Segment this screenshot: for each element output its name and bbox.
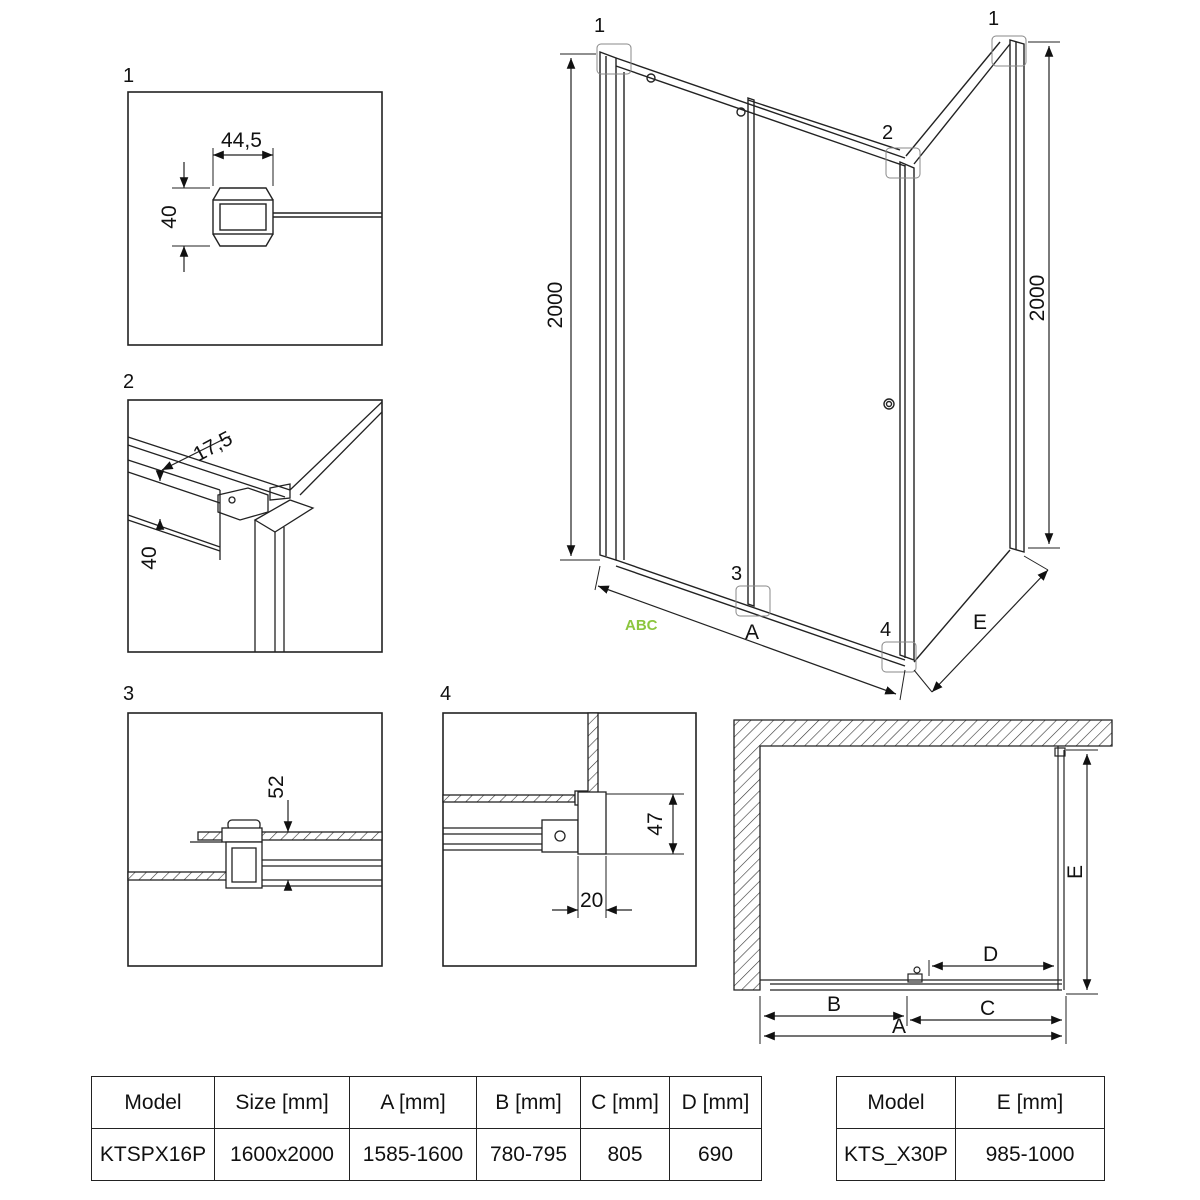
detail-1-height-dim: 40 xyxy=(158,205,181,228)
table-header: Model xyxy=(91,1076,215,1129)
table-header: A [mm] xyxy=(349,1076,477,1129)
detail-4-width-dim: 20 xyxy=(580,889,603,912)
detail-3: 3 52 xyxy=(123,683,383,967)
watermark-logo: ABC xyxy=(625,617,658,634)
table-cell: 1600x2000 xyxy=(214,1128,350,1181)
enclosure-callout-boxes xyxy=(596,35,1027,673)
spec-table-main: Model Size [mm] A [mm] B [mm] C [mm] D [… xyxy=(91,1076,762,1181)
depth-dim-e-lines xyxy=(913,555,1049,693)
table-header-row: Model E [mm] xyxy=(836,1076,1105,1129)
table-cell: KTS_X30P xyxy=(836,1128,956,1181)
enclosure-callout-3: 3 xyxy=(731,563,742,585)
detail-2-label: 2 xyxy=(123,371,134,393)
enclosure-callout-1-left: 1 xyxy=(594,15,605,37)
table-cell: 805 xyxy=(580,1128,670,1181)
detail-4-frame xyxy=(442,712,697,967)
plan-dim-c: C xyxy=(980,997,995,1020)
table-cell: 780-795 xyxy=(476,1128,581,1181)
plan-dim-e-lines xyxy=(1066,749,1098,995)
corner-profile-shape xyxy=(127,401,383,652)
height-dim-left: 2000 xyxy=(544,282,567,329)
spec-table-side: Model E [mm] KTS_X30P 985-1000 xyxy=(836,1076,1105,1181)
depth-dim-e: E xyxy=(973,611,987,634)
detail-1-frame xyxy=(127,91,383,346)
height-dim-left-lines xyxy=(560,53,600,561)
technical-drawing: 1 44,5 40 2 xyxy=(123,8,1113,1044)
table-cell: KTSPX16P xyxy=(91,1128,215,1181)
enclosure-callout-2: 2 xyxy=(882,122,893,144)
height-dim-right-lines xyxy=(1028,41,1060,549)
table-row: KTS_X30P 985-1000 xyxy=(836,1128,1105,1181)
detail-2-width-dim: 17,5 xyxy=(190,427,237,466)
detail-3-label: 3 xyxy=(123,683,134,705)
width-dim-a: A xyxy=(745,621,759,644)
wall-bracket-shape xyxy=(212,187,382,247)
roller-profile-shape xyxy=(127,819,383,889)
enclosure-frame xyxy=(599,39,1025,667)
plan-dim-a: A xyxy=(892,1015,906,1038)
table-header: E [mm] xyxy=(955,1076,1105,1129)
table-header-row: Model Size [mm] A [mm] B [mm] C [mm] D [… xyxy=(91,1076,762,1129)
plan-view: E D B C A xyxy=(733,719,1113,1044)
detail-1-label: 1 xyxy=(123,65,134,87)
detail-2-height-dim: 40 xyxy=(138,546,161,569)
bottom-corner-shape xyxy=(442,712,607,855)
plan-dim-e: E xyxy=(1064,865,1087,879)
detail-4: 4 47 20 xyxy=(440,683,697,967)
detail-4-height-dim: 47 xyxy=(644,812,667,835)
plan-profiles xyxy=(760,746,1066,991)
height-dim-right: 2000 xyxy=(1026,275,1049,322)
table-header: B [mm] xyxy=(476,1076,581,1129)
plan-dim-b: B xyxy=(827,993,841,1016)
table-header: C [mm] xyxy=(580,1076,670,1129)
table-header: Model xyxy=(836,1076,956,1129)
plan-wall xyxy=(733,719,1113,991)
detail-2: 2 17,5 40 xyxy=(123,371,383,653)
enclosure-callout-1-right: 1 xyxy=(988,8,999,30)
detail-1-width-dim: 44,5 xyxy=(221,129,262,152)
table-header: Size [mm] xyxy=(214,1076,350,1129)
enclosure-callout-4: 4 xyxy=(880,619,891,641)
detail-1: 1 44,5 40 xyxy=(123,65,383,346)
plan-dim-d-lines xyxy=(928,960,1054,976)
detail-3-dim: 52 xyxy=(265,775,288,798)
table-cell: 690 xyxy=(669,1128,762,1181)
width-dim-a-lines xyxy=(594,565,906,701)
detail-4-label: 4 xyxy=(440,683,451,705)
plan-dim-d: D xyxy=(983,943,998,966)
enclosure-view: 1 1 2 3 4 2000 2000 A E xyxy=(544,8,1060,701)
table-cell: 985-1000 xyxy=(955,1128,1105,1181)
table-row: KTSPX16P 1600x2000 1585-1600 780-795 805… xyxy=(91,1128,762,1181)
plan-dim-b-lines xyxy=(759,996,1067,1044)
table-cell: 1585-1600 xyxy=(349,1128,477,1181)
table-header: D [mm] xyxy=(669,1076,762,1129)
